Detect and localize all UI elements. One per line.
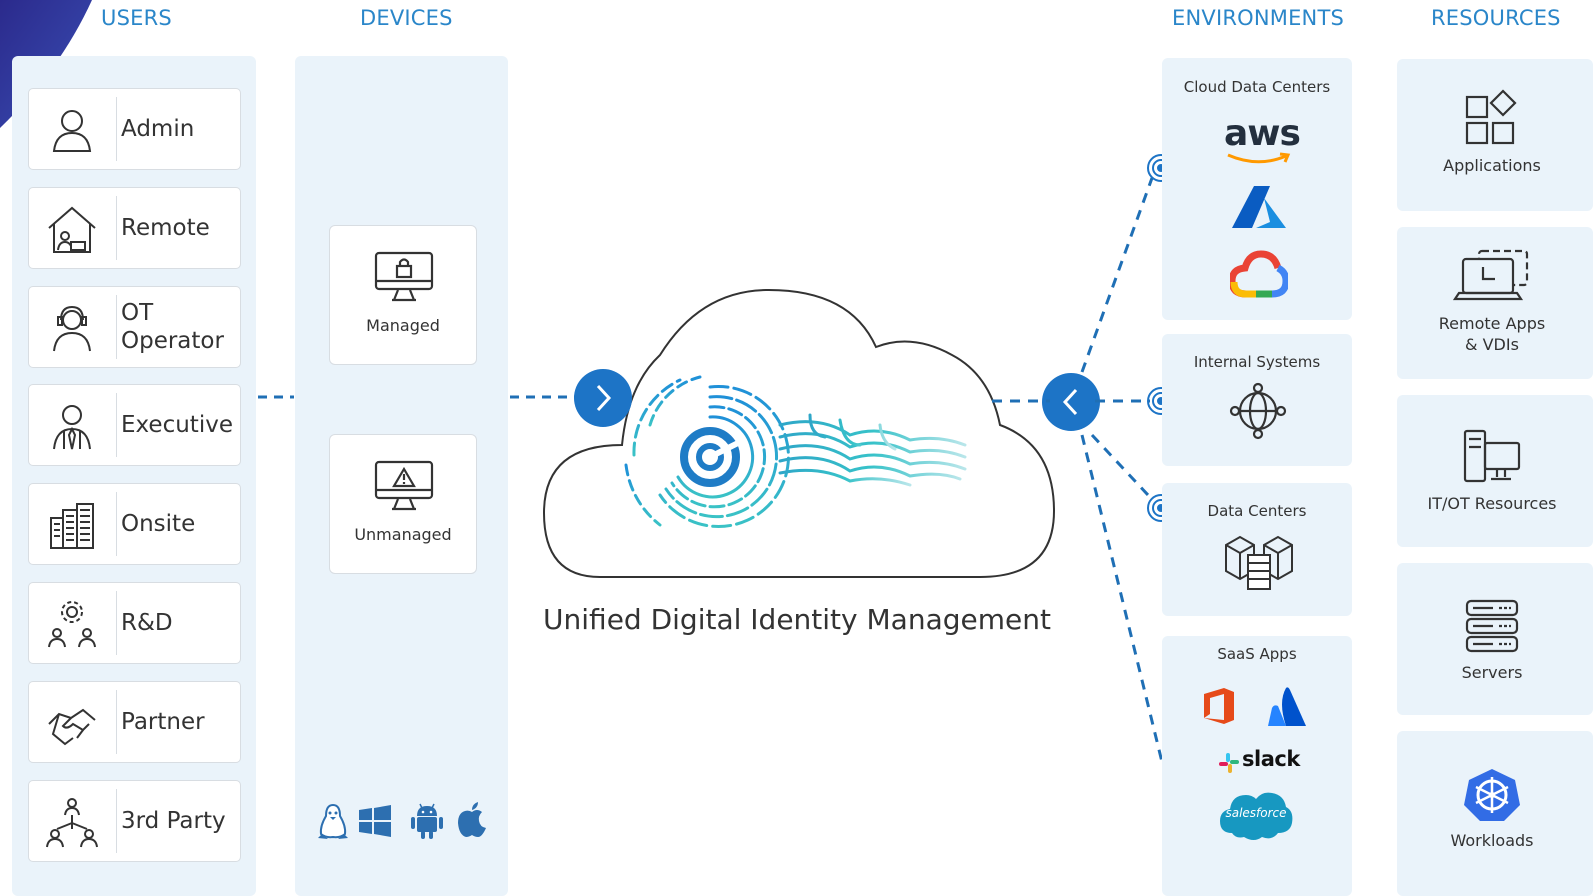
server-cubes-icon — [1225, 535, 1293, 590]
slack-logo: slack — [1218, 747, 1308, 775]
user-card-ot-operator: OT Operator — [28, 286, 241, 368]
resource-remote-apps: Remote Apps & VDIs — [1397, 227, 1593, 379]
user-label: Executive — [121, 412, 233, 438]
env-title: SaaS Apps — [1217, 645, 1297, 663]
user-label: Remote — [121, 215, 210, 241]
environments-heading: ENVIRONMENTS — [1172, 6, 1345, 30]
resource-servers: Servers — [1397, 563, 1593, 715]
monitor-lock-icon — [374, 251, 434, 302]
users-panel — [12, 56, 256, 896]
user-label: OT Operator — [121, 300, 224, 354]
user-label: Partner — [121, 709, 205, 735]
executive-icon — [53, 405, 91, 450]
apps-grid-icon — [1465, 89, 1517, 145]
resource-applications: Applications — [1397, 59, 1593, 211]
computer-tower-icon — [1463, 429, 1521, 483]
gear-team-icon — [48, 601, 96, 648]
cloud-entry-arrow-icon — [574, 369, 632, 427]
fingerprint-key-icon — [624, 375, 967, 528]
user-card-rnd: R&D — [28, 582, 241, 664]
office-logo — [1204, 688, 1234, 724]
device-cloud-connector — [510, 395, 576, 399]
resource-label: Workloads — [1450, 831, 1534, 850]
atlassian-logo — [1268, 687, 1306, 726]
env-title: Internal Systems — [1193, 353, 1321, 371]
resources-heading: RESOURCES — [1431, 6, 1561, 30]
device-label: Unmanaged — [354, 525, 452, 544]
device-card-unmanaged: Unmanaged — [329, 434, 477, 574]
windows-icon — [359, 805, 391, 837]
headset-user-icon — [53, 305, 91, 352]
network-users-icon — [46, 798, 98, 848]
aws-logo: aws — [1224, 116, 1301, 166]
azure-logo — [1232, 186, 1286, 228]
resource-label: Applications — [1443, 156, 1541, 175]
resource-label: IT/OT Resources — [1427, 494, 1557, 513]
home-user-icon — [48, 206, 96, 253]
user-card-partner: Partner — [28, 681, 241, 763]
apple-icon — [458, 802, 486, 837]
env-title: Cloud Data Centers — [1183, 78, 1331, 96]
device-card-managed: Managed — [329, 225, 477, 365]
user-label: R&D — [121, 610, 173, 636]
devices-heading: DEVICES — [360, 6, 453, 30]
resource-label: Servers — [1461, 663, 1523, 682]
google-cloud-logo — [1230, 250, 1288, 298]
user-card-3rd-party: 3rd Party — [28, 780, 241, 862]
env-data-centers: Data Centers — [1162, 483, 1352, 616]
linux-icon — [318, 803, 348, 839]
user-label: Admin — [121, 116, 195, 142]
resource-it-ot: IT/OT Resources — [1397, 395, 1593, 547]
center-caption: Unified Digital Identity Management — [543, 603, 1051, 636]
env-internal-systems: Internal Systems — [1162, 334, 1352, 466]
env-saas-apps: SaaS Apps slack salesforce — [1162, 636, 1352, 896]
buildings-icon — [50, 503, 94, 549]
user-icon — [52, 110, 92, 152]
env-title: Data Centers — [1207, 502, 1307, 520]
globe-network-icon — [1229, 382, 1287, 440]
user-card-remote: Remote — [28, 187, 241, 269]
resource-label: Remote Apps & VDIs — [1438, 314, 1546, 354]
user-card-onsite: Onsite — [28, 483, 241, 565]
cloud-env-connectors — [992, 177, 1164, 763]
cloud-exit-arrow-icon — [1042, 373, 1100, 431]
salesforce-logo: salesforce — [1218, 789, 1294, 843]
server-rack-icon — [1465, 599, 1519, 653]
kubernetes-icon — [1464, 769, 1520, 821]
user-card-admin: Admin — [28, 88, 241, 170]
resource-workloads: Workloads — [1397, 731, 1593, 896]
remote-desktop-icon — [1453, 249, 1529, 301]
handshake-icon — [48, 708, 96, 746]
android-icon — [411, 803, 443, 839]
device-label: Managed — [366, 316, 440, 335]
env-cloud-data-centers: Cloud Data Centers aws — [1162, 58, 1352, 320]
user-label: Onsite — [121, 511, 196, 537]
user-device-connector — [258, 395, 294, 399]
users-heading: USERS — [101, 6, 172, 30]
user-label: 3rd Party — [121, 808, 226, 834]
monitor-warning-icon — [374, 460, 434, 511]
user-card-executive: Executive — [28, 384, 241, 466]
